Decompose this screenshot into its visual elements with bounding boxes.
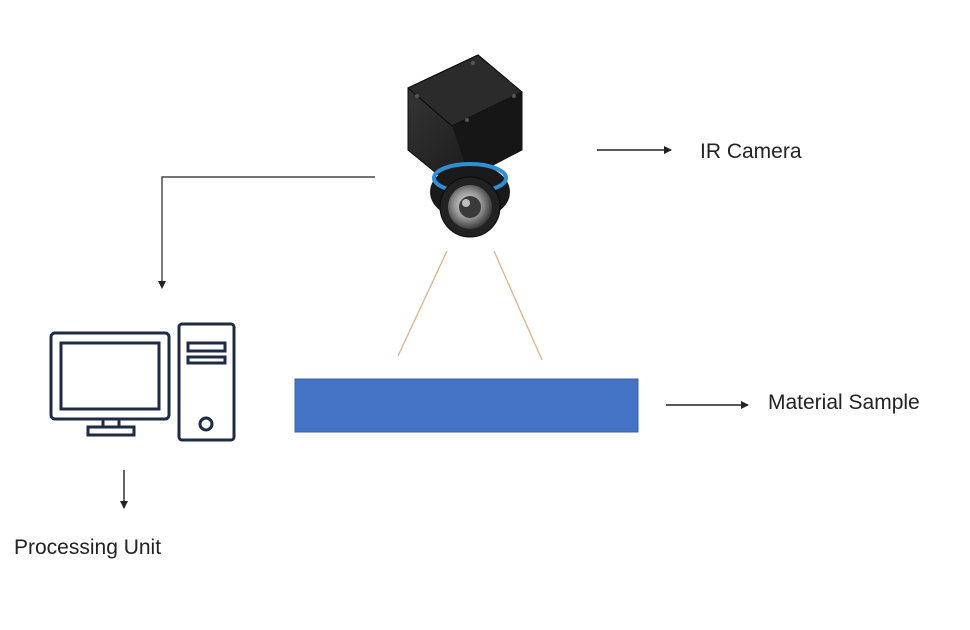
computer-tower — [177, 322, 236, 442]
monitor-outline — [49, 331, 171, 421]
connector-line — [158, 176, 375, 289]
desktop-computer-icon — [49, 322, 236, 442]
monitor-stand — [86, 425, 136, 437]
power-button — [198, 416, 214, 432]
view-cone-left-line — [397, 250, 448, 357]
ir-camera-icon — [407, 54, 523, 238]
camera-view-cone — [397, 250, 543, 361]
view-cone-right-line — [493, 250, 543, 361]
monitor-screen — [59, 341, 161, 411]
processing-unit-label: Processing Unit — [14, 536, 162, 559]
camera-to-computer-connector — [158, 176, 375, 289]
ir-camera-label: IR Camera — [700, 140, 802, 163]
material-sample-block — [294, 378, 639, 433]
material-sample-label: Material Sample — [768, 391, 920, 414]
